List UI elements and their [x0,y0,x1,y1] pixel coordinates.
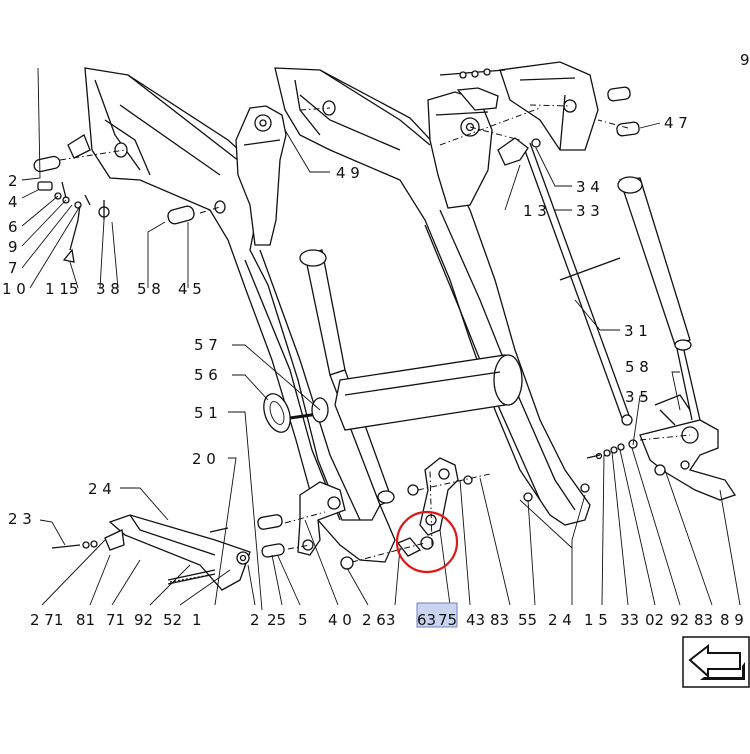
alignment-lines [59,104,691,563]
part-label: 2 4 [88,480,112,498]
part-label: 1 [192,611,202,629]
part-label: 92 [134,611,153,629]
right-upper-frame [499,61,599,151]
part-labels: 2 4 6 9 7 1 0 1 15 3 8 5 8 4 5 4 9 3 4 1… [2,51,750,629]
part-label: 52 [163,611,182,629]
part-label: 33 [620,611,639,629]
part-label: 1 5 [584,611,608,629]
part-label: 6 [8,218,18,236]
part-label: 81 [76,611,95,629]
highlight-circle [395,510,459,574]
part-label: 3 1 [624,322,648,340]
part-label: 5 7 [194,336,218,354]
upper-center-parts [439,68,541,166]
part-label: 1 3 [523,202,547,220]
part-label: 5 [298,611,308,629]
part-label: 8 9 [720,611,744,629]
link-plate-40 [297,481,346,556]
part-label: 1 15 [45,280,78,298]
disc-part [263,393,329,433]
highlight-box [416,602,458,628]
part-label: 5 1 [194,404,218,422]
cross-tube [334,354,523,431]
part-label: 2 63 [362,611,395,629]
part-label: 7 [8,259,18,277]
part-label: 4 7 [664,114,688,132]
part-label: 75 [438,611,457,629]
left-hinge-plate [235,105,287,246]
part-label: 02 [645,611,664,629]
part-label: 9 [740,51,750,69]
part-label: 1 0 [2,280,26,298]
link-plate-43 [419,457,459,536]
part-label: 5 8 [137,280,161,298]
part-label: 9 [8,238,18,256]
part-label: 4 5 [178,280,202,298]
part-label: 4 9 [336,164,360,182]
part-label: 83 [694,611,713,629]
part-label: 3 5 [625,388,649,406]
part-label: 3 4 [576,178,600,196]
bolts-lower-left [51,527,229,583]
part-label: 2 [8,172,18,190]
part-label: 83 [490,611,509,629]
part-label: 3 3 [576,202,600,220]
part-label: 25 [267,611,286,629]
part-label: 63 [417,611,436,629]
part-label: 2 71 [30,611,63,629]
part-label: 4 [8,193,18,211]
part-label: 2 0 [192,450,216,468]
part-label: 92 [670,611,689,629]
leader-lines [21,67,741,611]
part-label: 4 0 [328,611,352,629]
rod-31 [522,142,633,426]
part-label: 71 [106,611,125,629]
lower-left-link [104,514,251,591]
right-long-cylinder [617,176,701,421]
part-label: 2 4 [548,611,572,629]
part-label: 43 [466,611,485,629]
part-label: 2 [250,611,260,629]
part-label: 55 [518,611,537,629]
part-label: 3 8 [96,280,120,298]
part-label: 5 8 [625,358,649,376]
previous-page-arrow-icon[interactable] [682,636,750,688]
part-label: 5 6 [194,366,218,384]
part-label: 2 3 [8,510,32,528]
right-link-bracket [639,394,737,501]
